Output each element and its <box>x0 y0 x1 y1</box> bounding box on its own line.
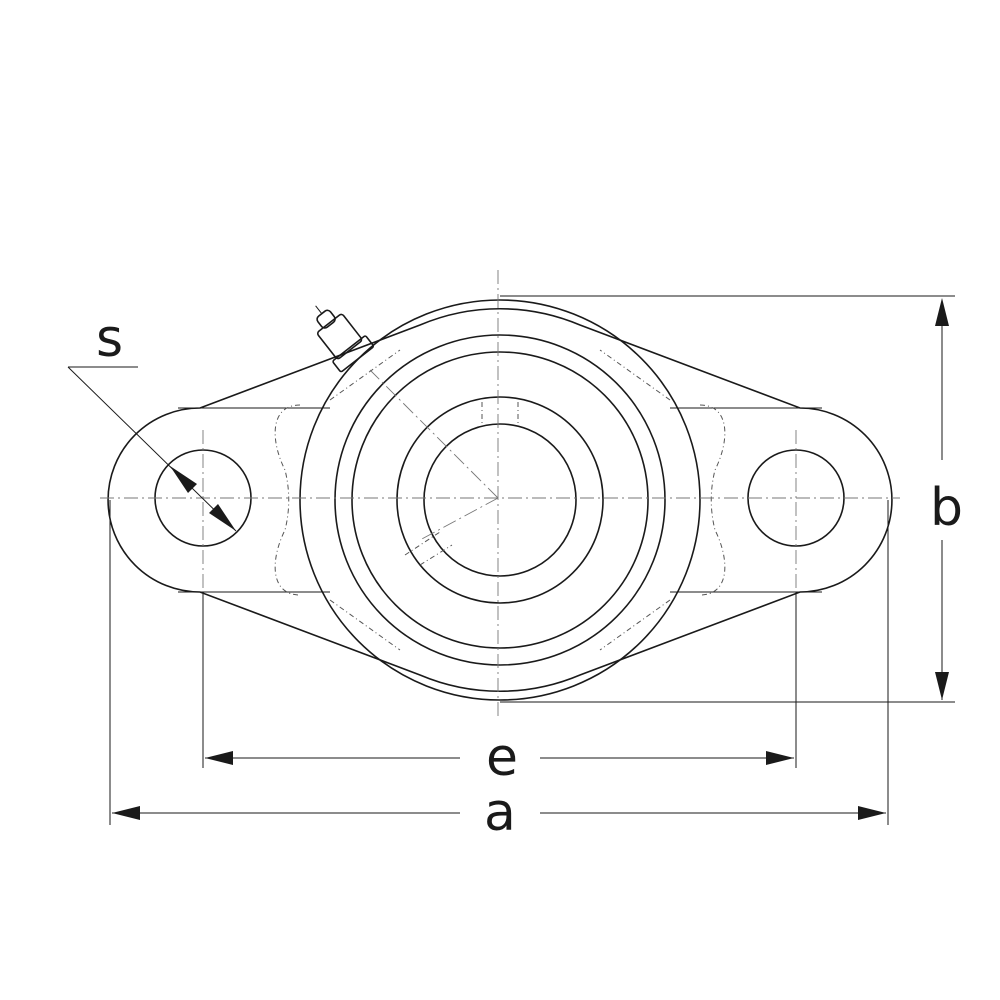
label-a: a <box>484 783 516 843</box>
bore <box>423 423 577 577</box>
label-e: e <box>486 728 518 788</box>
label-s: s <box>96 309 123 369</box>
hidden-pad-outline <box>274 349 726 651</box>
dimension-s: s <box>67 309 237 532</box>
bearing-rings <box>299 299 701 701</box>
dimension-e: e <box>202 592 797 788</box>
flange-housing <box>107 307 893 693</box>
dimension-a: a <box>109 500 889 843</box>
set-screw-hidden <box>404 402 519 566</box>
dimension-b: b <box>500 295 963 703</box>
grease-nipple-icon <box>315 305 375 373</box>
label-b: b <box>930 478 963 538</box>
